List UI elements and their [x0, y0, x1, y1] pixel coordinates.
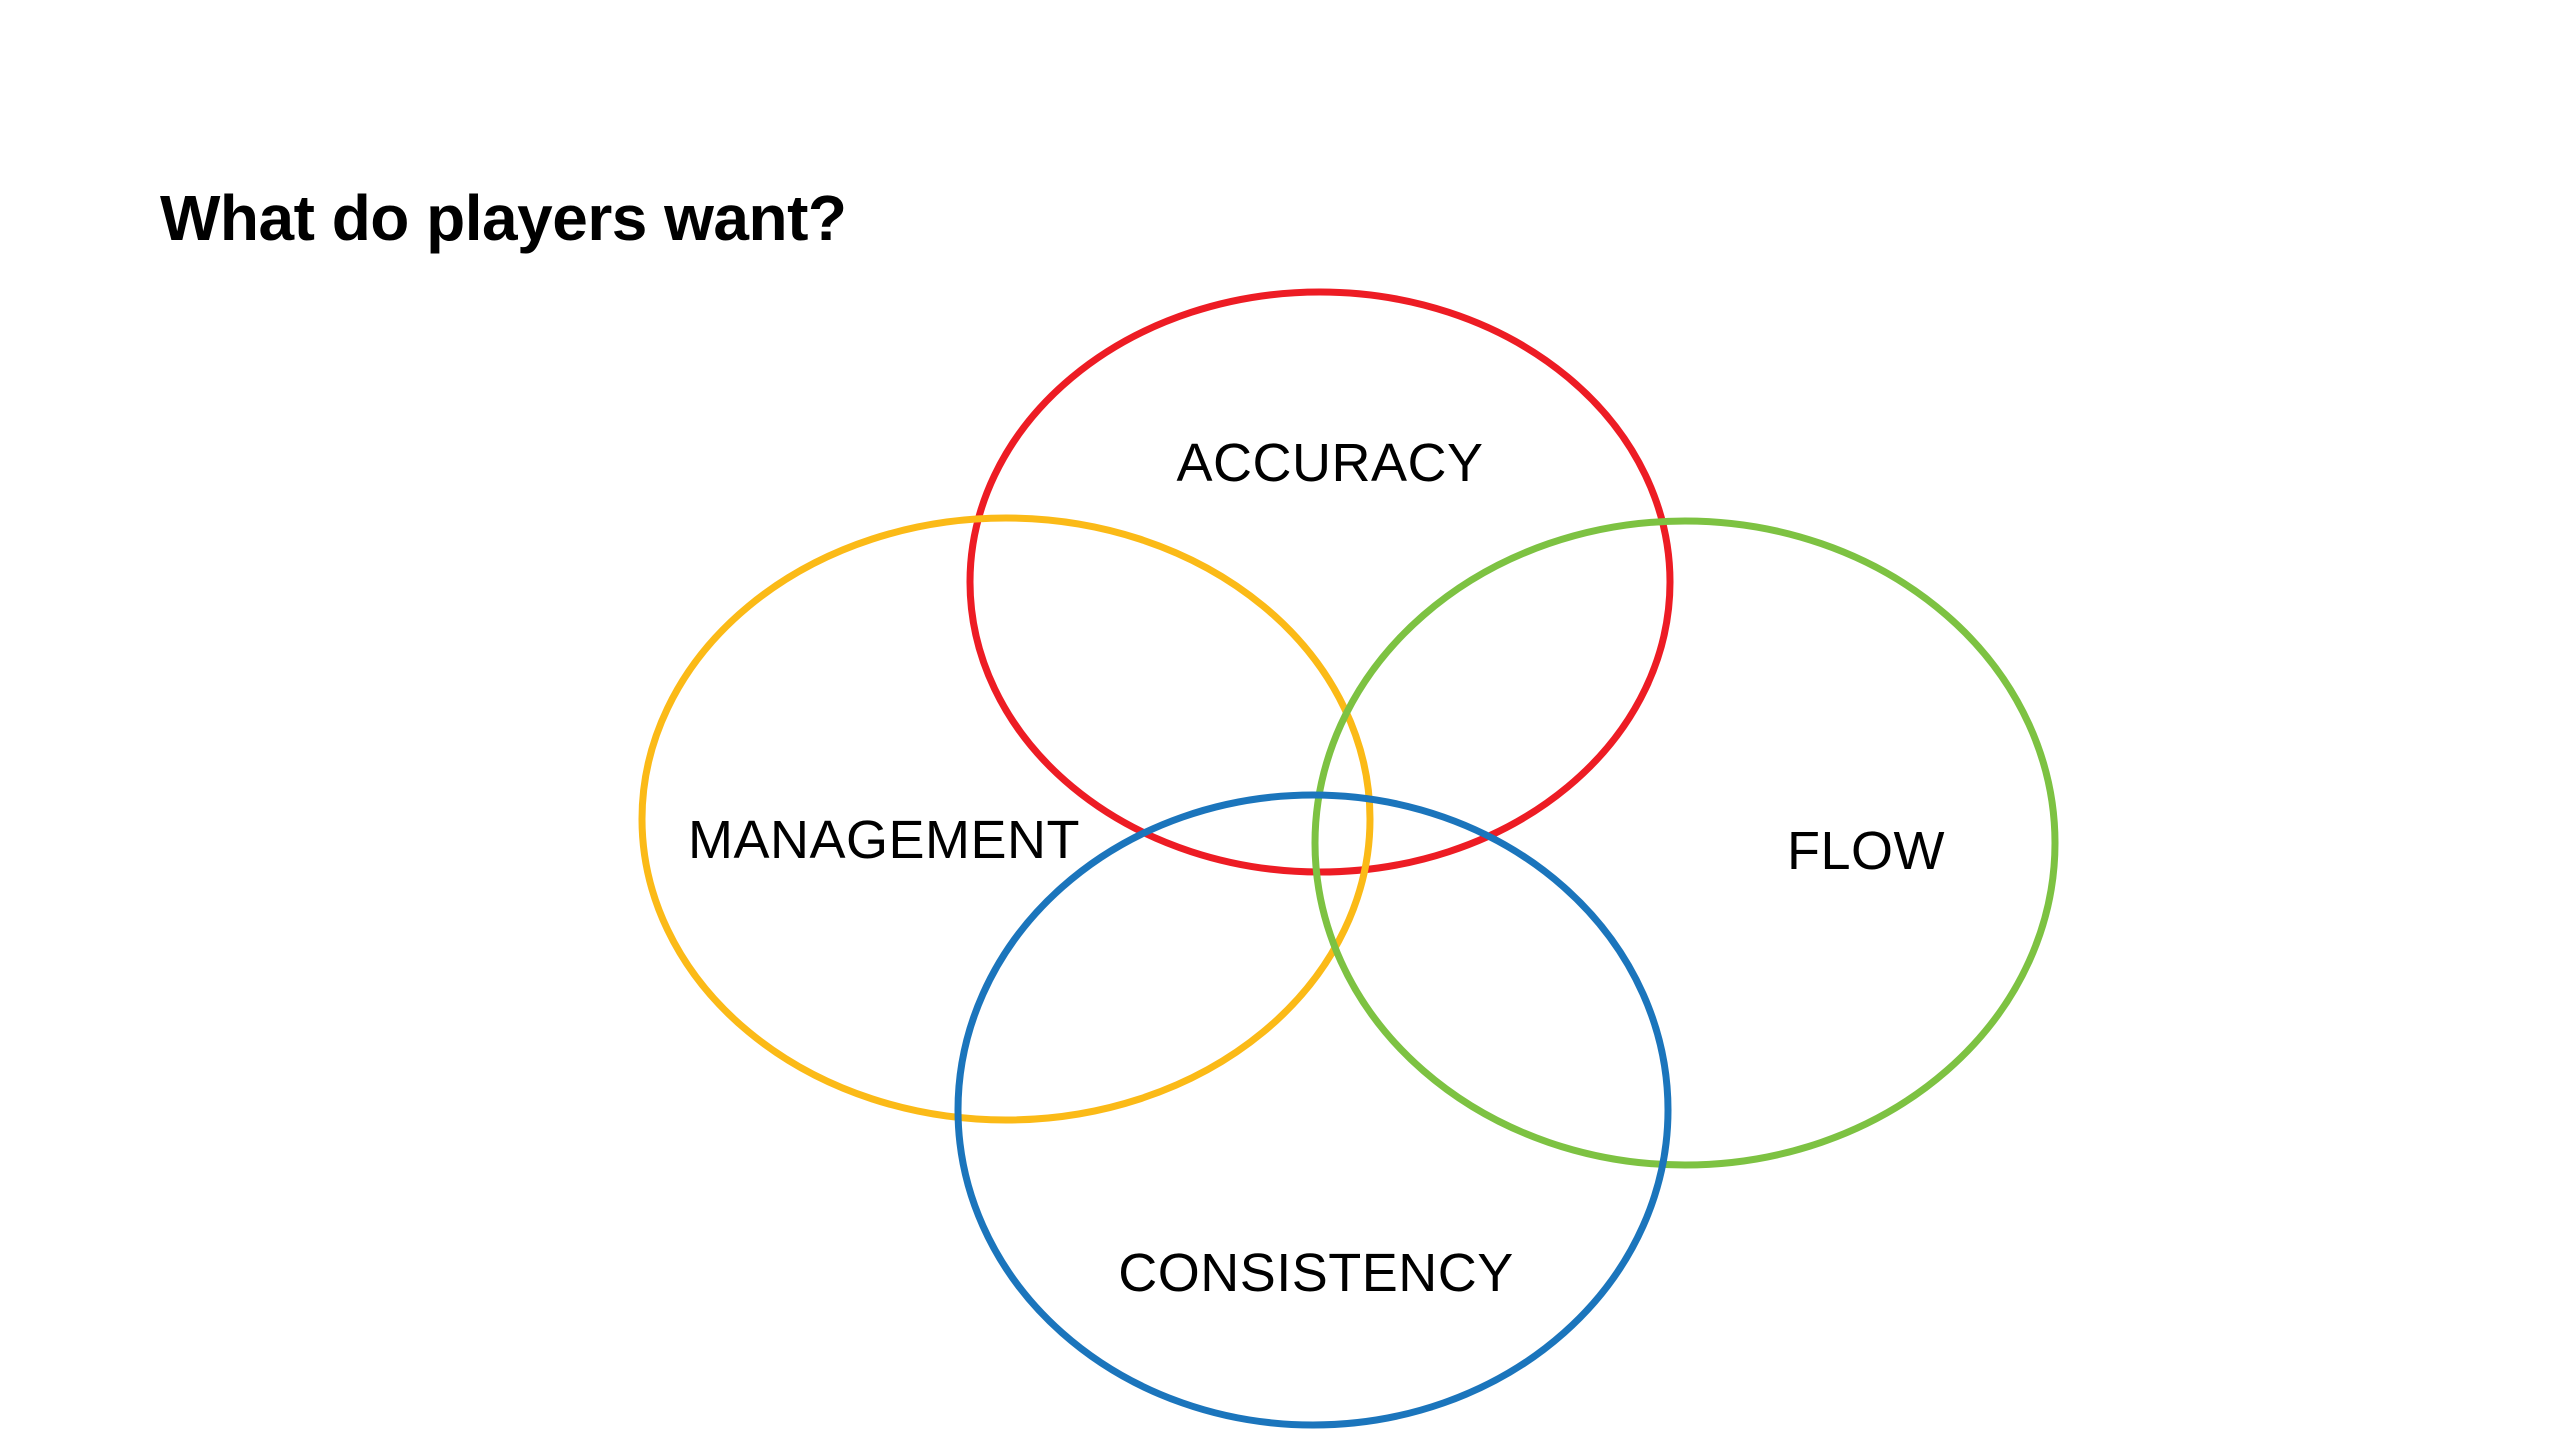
venn-circle-accuracy[interactable]: [966, 288, 1674, 876]
venn-circle-consistency[interactable]: [954, 791, 1672, 1429]
venn-label-accuracy: ACCURACY: [1176, 433, 1484, 493]
venn-label-management: MANAGEMENT: [687, 810, 1081, 870]
venn-circle-flow[interactable]: [1311, 517, 2059, 1169]
venn-label-flow: FLOW: [1787, 821, 1945, 881]
page-title: What do players want?: [160, 181, 847, 254]
venn-circle-management[interactable]: [638, 514, 1374, 1124]
venn-label-consistency: CONSISTENCY: [1118, 1243, 1514, 1303]
